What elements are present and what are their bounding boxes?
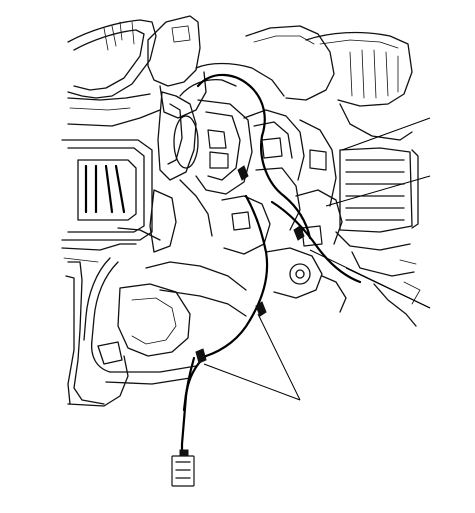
main-wiring-harness [83, 73, 362, 460]
left-air-duct [61, 139, 153, 263]
upper-right-blower [245, 25, 413, 141]
harness-connector [171, 449, 195, 487]
top-center-bracket [147, 15, 285, 119]
callout-leader-lines [203, 117, 431, 401]
callout-line-4a [257, 313, 301, 401]
right-vent-louver [335, 147, 421, 327]
callout-line-2 [325, 175, 431, 207]
lower-dash-panel [65, 261, 247, 407]
callout-line-4b [203, 363, 301, 401]
upper-left-duct [67, 19, 161, 127]
callout-line-3b [345, 267, 431, 309]
callout-line-1 [341, 117, 431, 151]
